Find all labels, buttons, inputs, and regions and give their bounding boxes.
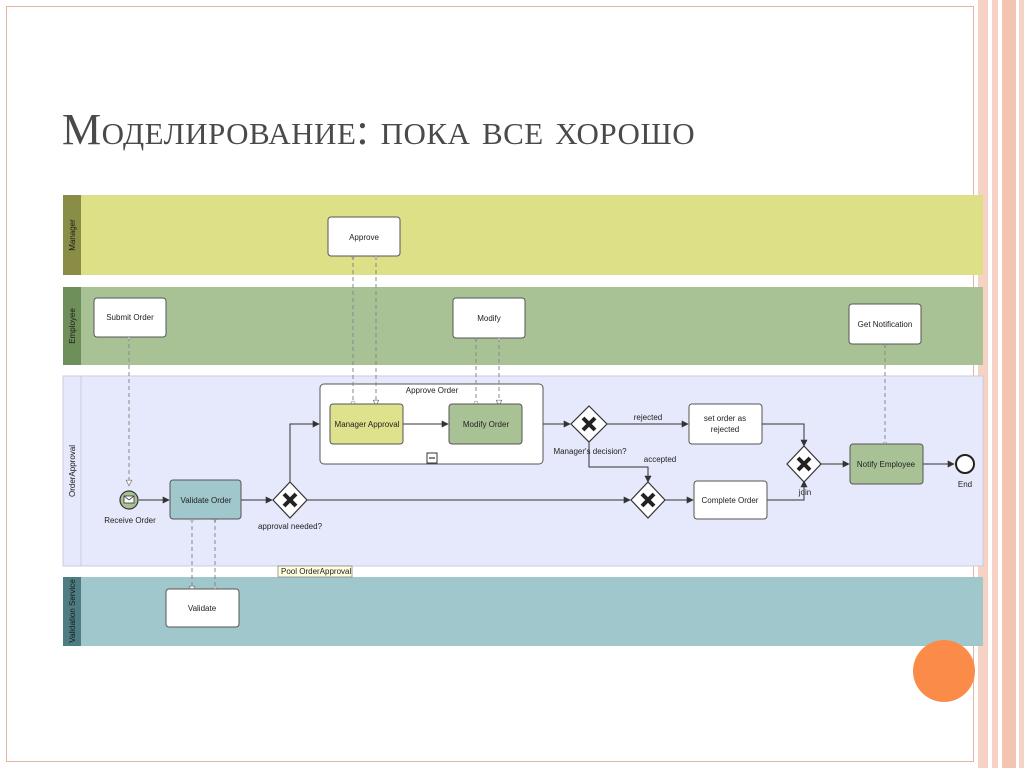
task-get-notification[interactable]: Get Notification xyxy=(848,303,922,345)
end-event-circle xyxy=(955,454,975,474)
task-modify-order-label: Modify Order xyxy=(463,420,510,429)
decor-stripe xyxy=(1019,0,1024,768)
task-modify-label: Modify xyxy=(477,314,501,323)
gateway-managers-decision[interactable]: Manager's decision? xyxy=(553,405,627,456)
subprocess-label: Approve Order xyxy=(406,386,459,395)
task-approve-label: Approve xyxy=(349,233,379,242)
x-mark-icon xyxy=(282,492,298,508)
task-approve[interactable]: Approve xyxy=(327,216,401,257)
lane-manager-label: Manager xyxy=(68,219,77,251)
envelope-icon xyxy=(123,495,135,504)
lane-employee-label: Employee xyxy=(68,308,77,344)
flow-label-accepted: accepted xyxy=(644,455,676,464)
lane-employee-header xyxy=(63,287,81,365)
lane-order-approval-label: OrderApproval xyxy=(68,445,77,497)
task-validate-order-label: Validate Order xyxy=(181,496,232,505)
x-mark-icon xyxy=(581,416,597,432)
gateway-approval-needed[interactable]: approval needed? xyxy=(258,481,323,531)
task-validate-label: Validate xyxy=(188,604,217,613)
task-manager-approval[interactable]: Manager Approval xyxy=(329,403,404,445)
decor-stripe xyxy=(992,0,998,768)
task-submit-order-label: Submit Order xyxy=(106,313,154,322)
lane-manager-header xyxy=(63,195,81,275)
gateway-join[interactable]: join xyxy=(786,445,822,497)
pool-tooltip-box xyxy=(277,565,353,578)
task-notify-employee[interactable]: Notify Employee xyxy=(849,443,924,485)
sequence-flows xyxy=(139,420,955,504)
task-complete-order[interactable]: Complete Order xyxy=(693,480,768,520)
flow-rejected-to-join xyxy=(762,423,808,447)
gateway-join-label: join xyxy=(798,488,811,497)
pool-tooltip: Pool OrderApproval xyxy=(277,565,353,578)
end-event-label: End xyxy=(958,480,972,489)
task-validate[interactable]: Validate xyxy=(165,588,240,628)
message-flows xyxy=(129,256,885,589)
task-modify-order[interactable]: Modify Order xyxy=(448,403,523,445)
decor-circle xyxy=(913,640,975,702)
flow-complete-to-join xyxy=(767,480,808,501)
gateway-merge[interactable] xyxy=(630,481,666,519)
task-get-notification-label: Get Notification xyxy=(858,320,913,329)
lane-manager-body xyxy=(81,195,983,275)
lane-employee-body xyxy=(81,287,983,365)
lane-validation-label: Validation Service xyxy=(68,579,77,643)
flow-gateway-to-subprocess xyxy=(289,420,320,482)
end-event[interactable]: End xyxy=(955,454,975,489)
task-set-order-rejected[interactable]: set order as rejected xyxy=(688,403,763,445)
gateway-approval-needed-label: approval needed? xyxy=(258,522,323,531)
lane-manager: Manager xyxy=(63,195,983,275)
task-validate-order[interactable]: Validate Order xyxy=(169,479,242,520)
pool-tooltip-label: Pool OrderApproval xyxy=(281,567,351,576)
task-complete-order-label: Complete Order xyxy=(702,496,759,505)
lane-employee: Employee xyxy=(63,287,983,365)
start-event-label: Receive Order xyxy=(104,516,156,525)
slide-title: Моделирование: пока все хорошо xyxy=(62,105,696,154)
task-modify[interactable]: Modify xyxy=(452,297,526,339)
flow-label-rejected: rejected xyxy=(634,413,662,422)
gateway-managers-decision-label: Manager's decision? xyxy=(553,447,627,456)
lane-validation-header xyxy=(63,577,81,646)
task-set-order-rejected-label-2: rejected xyxy=(711,425,739,434)
decor-stripe xyxy=(1002,0,1016,768)
task-submit-order[interactable]: Submit Order xyxy=(93,297,167,338)
task-manager-approval-label: Manager Approval xyxy=(335,420,400,429)
task-notify-employee-label: Notify Employee xyxy=(857,460,916,469)
x-mark-icon xyxy=(796,456,812,472)
start-event-receive-order[interactable]: Receive Order xyxy=(104,490,156,525)
x-mark-icon xyxy=(640,492,656,508)
task-set-order-rejected-label-1: set order as xyxy=(704,414,746,423)
flow-accepted xyxy=(588,442,652,483)
